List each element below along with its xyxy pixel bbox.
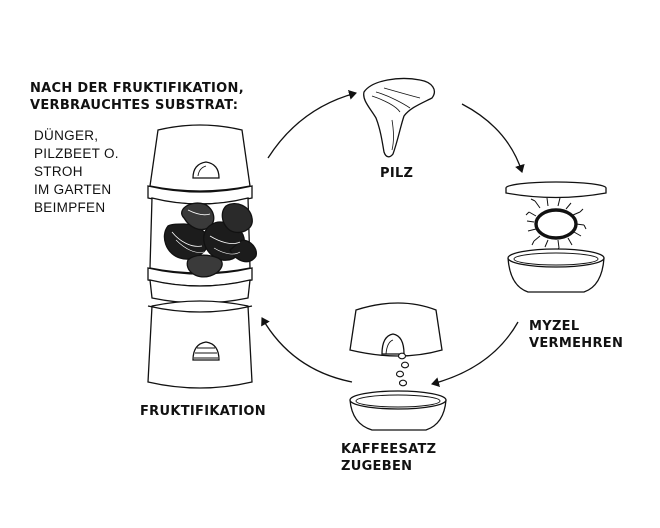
dish-lid [505,181,607,199]
coffee-beans [395,352,410,387]
step-label-myzel-line-2: VERMEHREN [529,336,624,351]
coffee-bowl [349,390,447,431]
note-line: IM GARTEN [34,182,112,197]
arrow-frukt-to-pilz-icon [267,89,357,159]
mushroom-icon [363,77,435,158]
heading-line-1: NACH DER FRUKTIFIKATION, [30,81,244,96]
heading-line-2: VERBRAUCHTES SUBSTRAT: [30,98,239,113]
note-line: BEIMPFEN [34,200,106,215]
arrow-kaffee-to-frukt-icon [261,317,353,383]
arrow-myzel-to-kaffee-icon [431,321,519,388]
tower-top-module [149,124,251,192]
dish-bowl [507,248,605,293]
coffee-tower-top [349,302,443,357]
mycelium-dish-icon [505,181,607,293]
step-label-fruktifikation: FRUKTIFIKATION [140,404,266,419]
step-label-kaffee-line-1: KAFFEESATZ [341,442,437,457]
step-label-myzel-line-1: MYZEL [529,319,580,334]
tower-bottom-module [147,300,253,389]
note-line: STROH [34,164,83,179]
grow-tower-icon [147,124,257,389]
note-line: PILZBEET O. [34,146,119,161]
step-label-pilz: PILZ [380,166,414,181]
note-line: DÜNGER, [34,128,99,143]
step-label-kaffee-line-2: ZUGEBEN [341,459,413,474]
cycle-arrows [261,89,525,388]
mycelium-ring [525,197,587,252]
oyster-mushroom-cluster [163,202,257,278]
arrow-pilz-to-myzel-icon [461,103,525,173]
coffee-grounds-icon [349,302,447,431]
